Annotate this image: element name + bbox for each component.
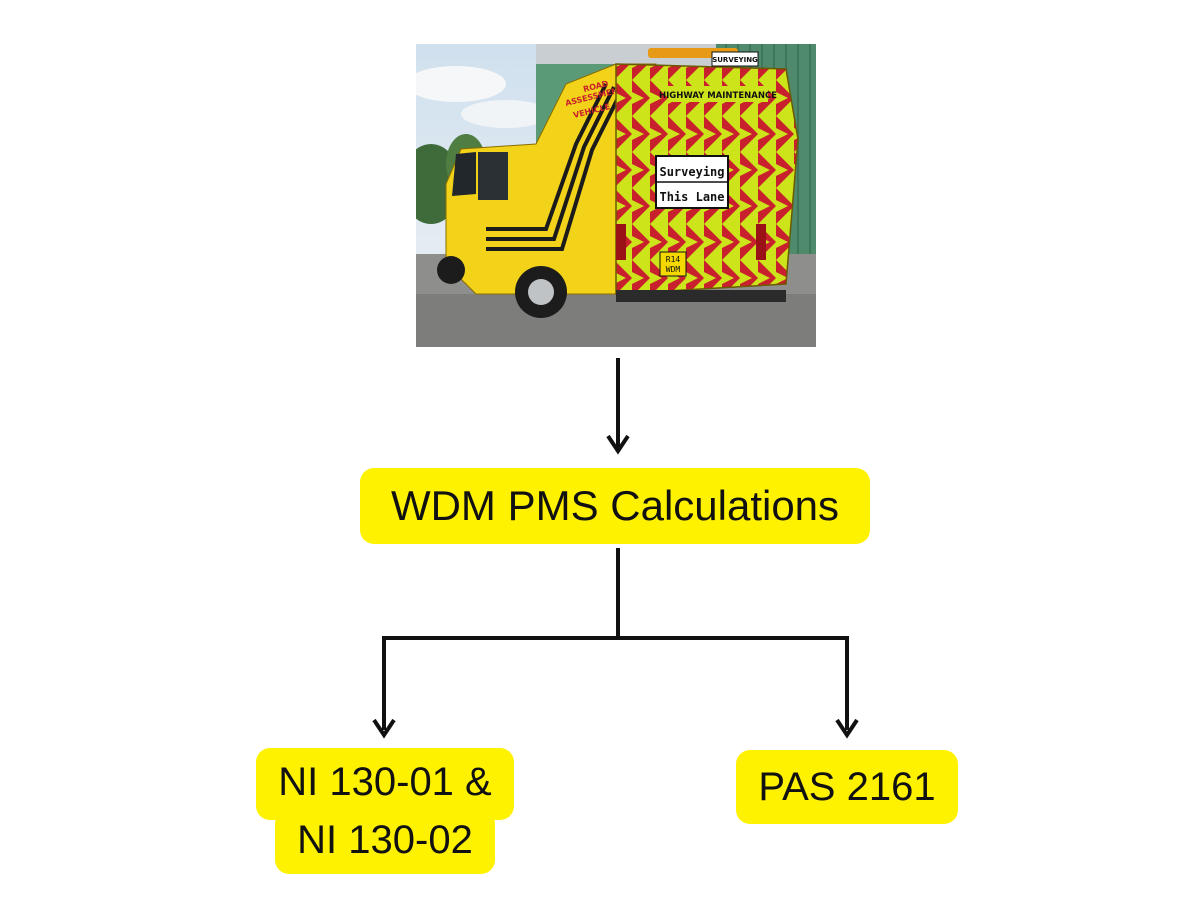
ni-130-node: NI 130-01 & NI 130-02 xyxy=(242,748,528,874)
wdm-pms-calculations-label: WDM PMS Calculations xyxy=(390,482,840,529)
branch-connector xyxy=(382,548,849,730)
arrowhead-left xyxy=(372,718,396,739)
rear-sign-line1: Surveying xyxy=(659,165,724,179)
pas-2161-node: PAS 2161 xyxy=(736,750,958,824)
ni-130-02-label: NI 130-02 xyxy=(275,810,495,874)
rear-sign-line2: This Lane xyxy=(659,190,724,204)
plate-line2: WDM xyxy=(666,265,681,274)
pas-2161-label: PAS 2161 xyxy=(758,764,936,809)
arrow-photo-to-calculations xyxy=(606,358,630,455)
survey-vehicle-photo: ROAD ASSESSMENT VEHICLE SURVEYING HIGHWA… xyxy=(416,44,816,347)
arrowhead-right xyxy=(835,718,859,739)
rear-banner-text: HIGHWAY MAINTENANCE xyxy=(659,91,777,101)
ni-130-01-label: NI 130-01 & xyxy=(256,748,514,820)
wdm-pms-calculations-node: WDM PMS Calculations xyxy=(360,468,870,544)
roof-sign-text: SURVEYING xyxy=(712,56,758,64)
plate-line1: R14 xyxy=(666,255,681,264)
